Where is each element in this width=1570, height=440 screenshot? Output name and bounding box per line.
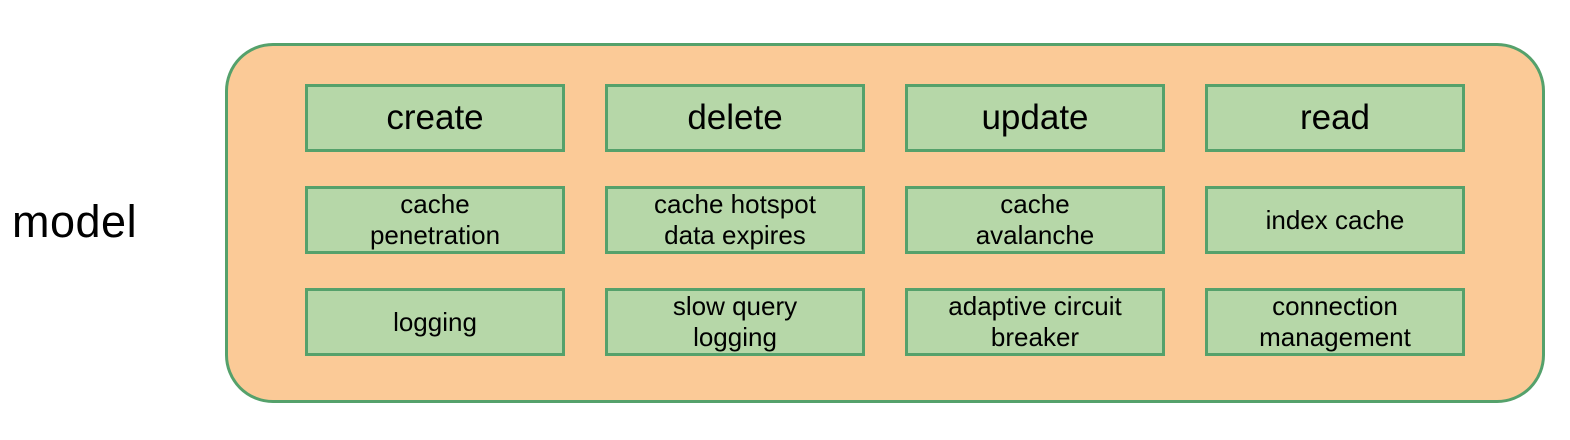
box-cache-hotspot-data-expires: cache hotspot data expires (605, 186, 865, 254)
box-slow-query-logging-label: slow query logging (672, 291, 798, 352)
box-create-label: create (386, 98, 484, 137)
box-read-label: read (1299, 98, 1371, 137)
box-cache-penetration-label: cache penetration (369, 189, 501, 250)
box-index-cache-label: index cache (1265, 204, 1405, 235)
model-group-container: create delete update read cache penetrat… (225, 43, 1545, 403)
box-create: create (305, 84, 565, 152)
box-update-label: update (981, 98, 1089, 137)
box-slow-query-logging: slow query logging (605, 288, 865, 356)
box-connection-management-label: connection management (1259, 291, 1411, 352)
box-cache-hotspot-data-expires-label: cache hotspot data expires (654, 189, 816, 250)
box-cache-penetration: cache penetration (305, 186, 565, 254)
box-index-cache: index cache (1205, 186, 1465, 254)
box-logging: logging (305, 288, 565, 356)
box-delete-label: delete (687, 98, 783, 137)
box-read: read (1205, 84, 1465, 152)
box-cache-avalanche-label: cache avalanche (975, 189, 1095, 250)
box-adaptive-circuit-breaker: adaptive circuit breaker (905, 288, 1165, 356)
box-connection-management: connection management (1205, 288, 1465, 356)
box-delete: delete (605, 84, 865, 152)
box-cache-avalanche: cache avalanche (905, 186, 1165, 254)
box-adaptive-circuit-breaker-label: adaptive circuit breaker (948, 291, 1122, 352)
model-label: model (12, 196, 138, 247)
box-update: update (905, 84, 1165, 152)
box-logging-label: logging (393, 306, 477, 337)
